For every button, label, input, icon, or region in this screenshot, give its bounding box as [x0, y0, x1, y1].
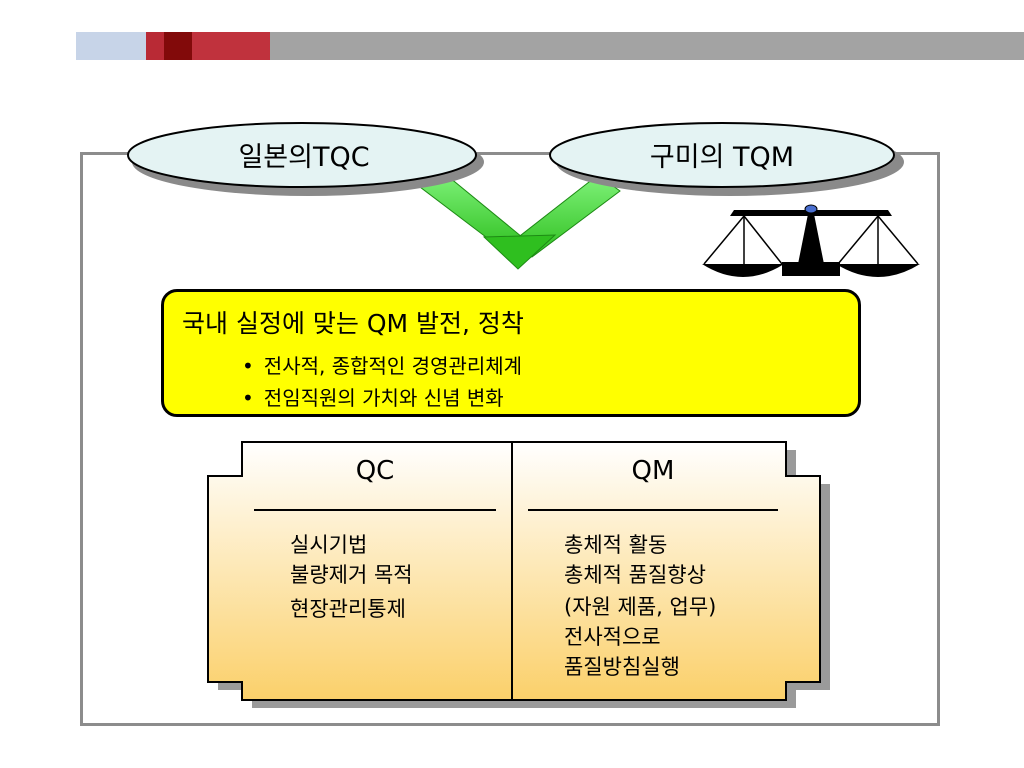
qc-item: 현장관리통제: [290, 597, 406, 621]
summary-bullet: • 전사적, 종합적인 경영관리체계: [242, 350, 522, 379]
summary-bullet-text: 전사적, 종합적인 경영관리체계: [263, 354, 523, 378]
summary-box: 국내 실정에 맞는 QM 발전, 정착 • 전사적, 종합적인 경영관리체계 • 전…: [161, 289, 861, 417]
source-label-right: 구미의 TQM: [649, 141, 795, 173]
source-label-left: 일본의TQC: [238, 141, 370, 173]
qm-item: 품질방침실행: [564, 655, 680, 679]
qm-item: (자원 제품, 업무): [564, 595, 717, 619]
summary-bullet-text: 전임직원의 가치와 신념 변화: [263, 386, 504, 410]
header-bar-red-segment: [192, 32, 270, 60]
qc-item: 불량제거 목적: [290, 563, 413, 587]
header-bar: [76, 32, 1024, 60]
header-bar-blue-segment: [76, 32, 146, 60]
source-ellipse-right: [549, 122, 904, 196]
source-ellipse-left: [127, 122, 484, 196]
qc-item: 실시기법: [290, 533, 368, 557]
summary-title: 국내 실정에 맞는 QM 발전, 정착: [182, 309, 524, 338]
bullet-dot-icon: •: [242, 386, 254, 410]
qm-item: 전사적으로: [564, 625, 661, 649]
header-bar-gray-segment: [270, 32, 1024, 60]
qm-item: 총체적 품질향상: [564, 563, 706, 587]
summary-bullet: • 전임직원의 가치와 신념 변화: [242, 382, 504, 411]
comparison-table: [207, 441, 830, 708]
qm-item: 총체적 활동: [564, 533, 668, 557]
qc-header: QC: [355, 456, 395, 486]
balance-scale-icon: [702, 204, 920, 277]
merge-arrow-icon: [419, 172, 621, 270]
header-bar-dark-red-segment: [164, 32, 192, 60]
qm-header: QM: [631, 456, 675, 486]
bullet-dot-icon: •: [242, 354, 254, 378]
